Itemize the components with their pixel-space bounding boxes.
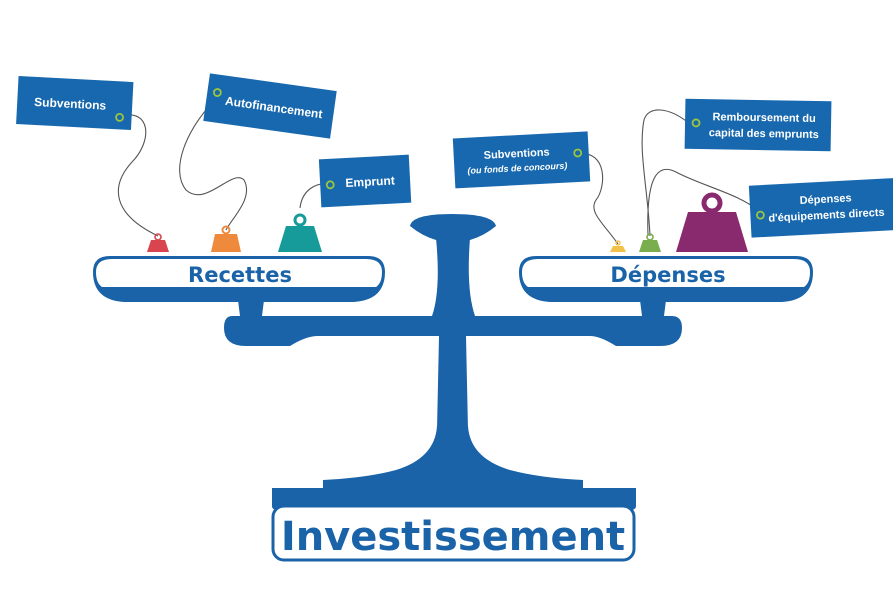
tag-subventions-concours-label: Subventions (483, 146, 550, 161)
tag-depenses-equipements-label: Dépenses (799, 192, 852, 207)
base-box: Investissement (271, 504, 636, 562)
tag-ring-icon (115, 112, 124, 122)
weight-teal (278, 213, 322, 252)
tag-subventions-label: Subventions (34, 95, 107, 113)
tag-remboursement: Remboursement du capital des emprunts (684, 98, 832, 152)
tag-strings (117, 100, 761, 245)
tag-ring-icon (573, 148, 583, 158)
tag-emprunt-label: Emprunt (345, 173, 395, 190)
weight-yellow (610, 240, 626, 252)
left-pan: Recettes (93, 256, 385, 302)
left-pan-label: Recettes (188, 263, 292, 287)
tag-remboursement-label: Remboursement du (712, 111, 815, 125)
tag-autofinancement: Autofinancement (203, 73, 337, 139)
weight-red (147, 233, 169, 252)
tag-ring-icon (325, 180, 335, 190)
tag-ring-icon (212, 88, 222, 97)
tag-subventions: Subventions (16, 76, 134, 131)
right-pan-label: Dépenses (610, 263, 725, 287)
tag-subventions-concours: Subventions (ou fonds de concours) (452, 131, 591, 189)
right-pan: Dépenses (519, 256, 813, 302)
tag-remboursement-label2: capital des emprunts (709, 127, 819, 141)
weight-green (639, 233, 661, 252)
weight-orange (211, 225, 241, 252)
base-label: Investissement (281, 514, 625, 560)
tag-depenses-equipements: Dépenses d'équipements directs (748, 178, 893, 238)
weight-purple (676, 192, 748, 252)
tag-emprunt: Emprunt (318, 154, 412, 208)
tag-ring-icon (691, 118, 701, 128)
tag-ring-icon (755, 210, 765, 220)
